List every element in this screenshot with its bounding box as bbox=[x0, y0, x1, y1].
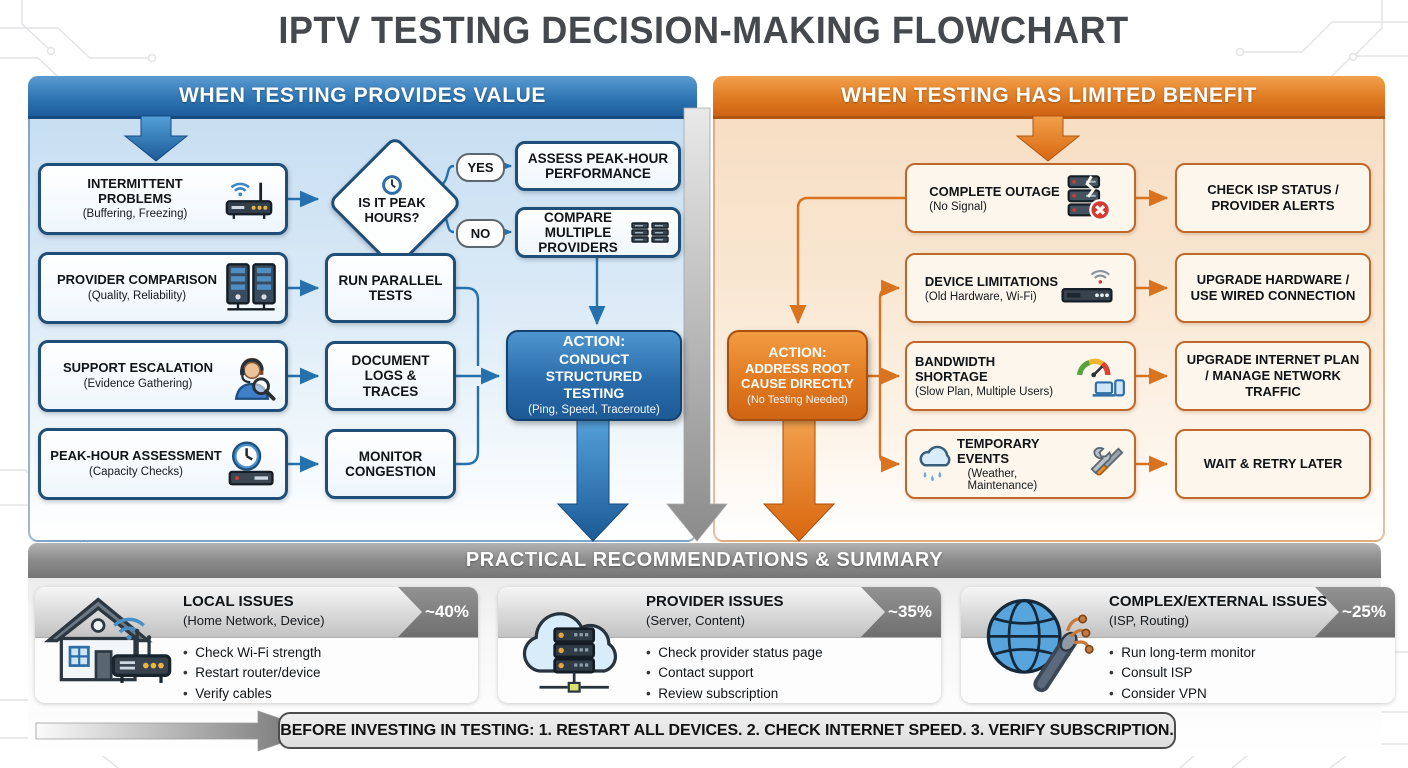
remedy-wait-retry: WAIT & RETRY LATER bbox=[1175, 429, 1371, 499]
gauge-devices-icon bbox=[1070, 352, 1126, 400]
action-address-root-cause: ACTION: ADDRESS ROOT CAUSE DIRECTLY (No … bbox=[727, 330, 868, 421]
step-run-parallel-tests: RUN PARALLEL TESTS bbox=[325, 253, 456, 323]
clock-icon bbox=[381, 174, 403, 196]
outcome-assess-peak-hour: ASSESS PEAK-HOUR PERFORMANCE bbox=[515, 141, 681, 191]
cause-device-limitations: DEVICE LIMITATIONS (Old Hardware, Wi-Fi) bbox=[905, 253, 1136, 323]
cause-provider-comparison: PROVIDER COMPARISON (Quality, Reliabilit… bbox=[38, 252, 288, 324]
mini-servers-icon bbox=[630, 220, 670, 246]
summary-card-provider-issues: ~35% PROVIDER ISSUES (Server, Content) bbox=[498, 587, 941, 703]
globe-cable-icon bbox=[969, 593, 1101, 697]
summary-card-local-issues: ~40% LOCAL ISSUES (Home Network, Device) bbox=[35, 587, 478, 703]
cloud-server-icon bbox=[506, 593, 638, 697]
cause-support-escalation: SUPPORT ESCALATION (Evidence Gathering) bbox=[38, 340, 288, 412]
no-label: NO bbox=[456, 219, 505, 248]
step-monitor-congestion: MONITOR CONGESTION bbox=[325, 429, 456, 499]
step-document-logs: DOCUMENT LOGS & TRACES bbox=[325, 341, 456, 411]
limited-panel-header: WHEN TESTING HAS LIMITED BENEFIT bbox=[713, 76, 1385, 119]
remedy-upgrade-plan: UPGRADE INTERNET PLAN / MANAGE NETWORK T… bbox=[1175, 341, 1371, 411]
card-bullets: Check Wi-Fi strength Restart router/devi… bbox=[183, 643, 472, 703]
pre-testing-advice-banner: BEFORE INVESTING IN TESTING: 1. RESTART … bbox=[278, 712, 1176, 749]
card-bullets: Run long-term monitor Consult ISP Consid… bbox=[1109, 643, 1389, 703]
summary-header: PRACTICAL RECOMMENDATIONS & SUMMARY bbox=[28, 543, 1381, 578]
action-conduct-structured-testing: ACTION: CONDUCT STRUCTURED TESTING (Ping… bbox=[506, 330, 682, 421]
broken-server-icon bbox=[1060, 173, 1112, 223]
value-panel-header: WHEN TESTING PROVIDES VALUE bbox=[28, 76, 697, 119]
card-bullets: Check provider status page Contact suppo… bbox=[646, 643, 935, 703]
cause-intermittent-problems: INTERMITTENT PROBLEMS (Buffering, Freezi… bbox=[38, 163, 288, 235]
remedy-check-isp-status: CHECK ISP STATUS / PROVIDER ALERTS bbox=[1175, 163, 1371, 233]
summary-card-complex-issues: ~25% COMPLEX/EXTERNAL ISSUES (ISP, Routi… bbox=[961, 587, 1395, 703]
servers-icon bbox=[225, 262, 277, 314]
router-icon bbox=[221, 175, 277, 223]
yes-label: YES bbox=[456, 153, 505, 182]
remedy-upgrade-hardware: UPGRADE HARDWARE / USE WIRED CONNECTION bbox=[1175, 253, 1371, 323]
cause-complete-outage: COMPLETE OUTAGE (No Signal) bbox=[905, 163, 1136, 233]
cause-temporary-events: TEMPORARY EVENTS (Weather, Maintenance) bbox=[905, 429, 1136, 499]
decision-is-it-peak-hours: IS IT PEAK HOURS? bbox=[327, 135, 463, 271]
settop-box-icon bbox=[1058, 268, 1116, 308]
tools-icon bbox=[1088, 443, 1126, 485]
page-title: IPTV TESTING DECISION-MAKING FLOWCHART bbox=[278, 10, 1130, 52]
cause-bandwidth-shortage: BANDWIDTH SHORTAGE (Slow Plan, Multiple … bbox=[905, 341, 1136, 411]
support-agent-icon bbox=[227, 350, 277, 402]
cause-peak-hour-assessment: PEAK-HOUR ASSESSMENT (Capacity Checks) bbox=[38, 428, 288, 500]
outcome-compare-providers: COMPARE MULTIPLE PROVIDERS bbox=[515, 207, 681, 258]
house-router-icon bbox=[43, 593, 175, 697]
rain-cloud-icon bbox=[915, 441, 957, 487]
clock-device-icon bbox=[223, 439, 277, 489]
